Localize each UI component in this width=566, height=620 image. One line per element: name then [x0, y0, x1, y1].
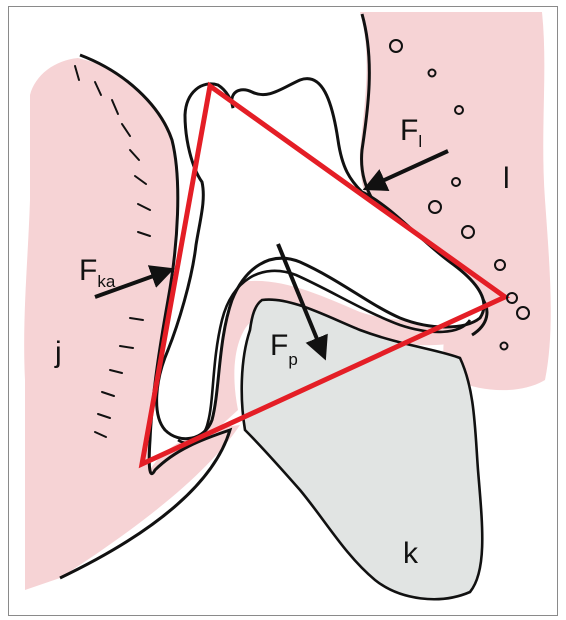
tongue-label: l: [503, 162, 510, 195]
jaw-label: j: [54, 336, 62, 369]
food-label: k: [403, 537, 419, 570]
